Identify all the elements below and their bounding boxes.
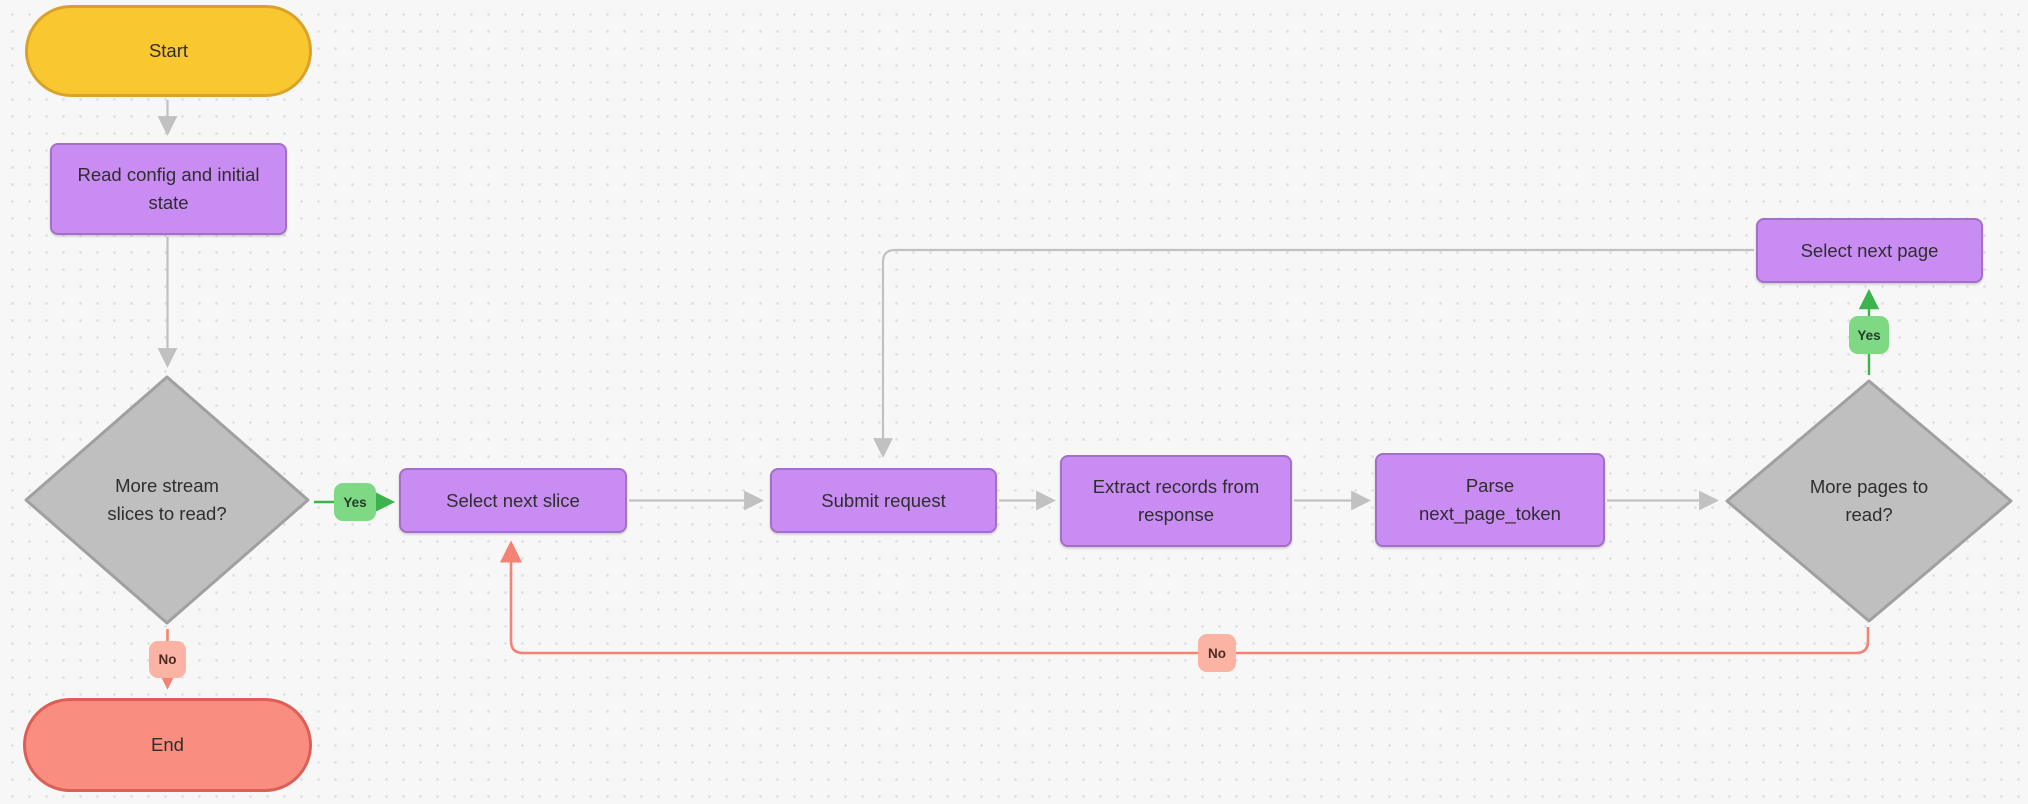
node-start: Start bbox=[25, 5, 312, 97]
edge-more-pages-no-to-select-slice bbox=[499, 540, 1870, 655]
edge-label-yes-more-pages: Yes bbox=[1849, 316, 1889, 354]
diamond-shape bbox=[24, 375, 310, 625]
node-select-next-page: Select next page bbox=[1756, 218, 1983, 283]
decision-label: More stream slices to read? bbox=[107, 475, 227, 524]
edge-select-page-to-submit bbox=[873, 248, 1754, 458]
node-submit-request: Submit request bbox=[770, 468, 997, 533]
decision-label: More pages to read? bbox=[1809, 476, 1929, 525]
edge-label-yes-more-slices: Yes bbox=[334, 483, 376, 521]
node-end: End bbox=[23, 698, 312, 792]
node-parse-next-page-token: Parse next_page_token bbox=[1375, 453, 1605, 547]
decision-more-pages: More pages to read? bbox=[1723, 377, 2015, 625]
node-read-config: Read config and initial state bbox=[50, 143, 287, 235]
node-extract-records: Extract records from response bbox=[1060, 455, 1292, 547]
edge-label-no-more-slices: No bbox=[149, 641, 186, 678]
decision-more-stream-slices: More stream slices to read? bbox=[22, 373, 312, 627]
edge-label-no-more-pages: No bbox=[1198, 634, 1236, 672]
diamond-shape bbox=[1725, 379, 2013, 623]
node-select-next-slice: Select next slice bbox=[399, 468, 627, 533]
